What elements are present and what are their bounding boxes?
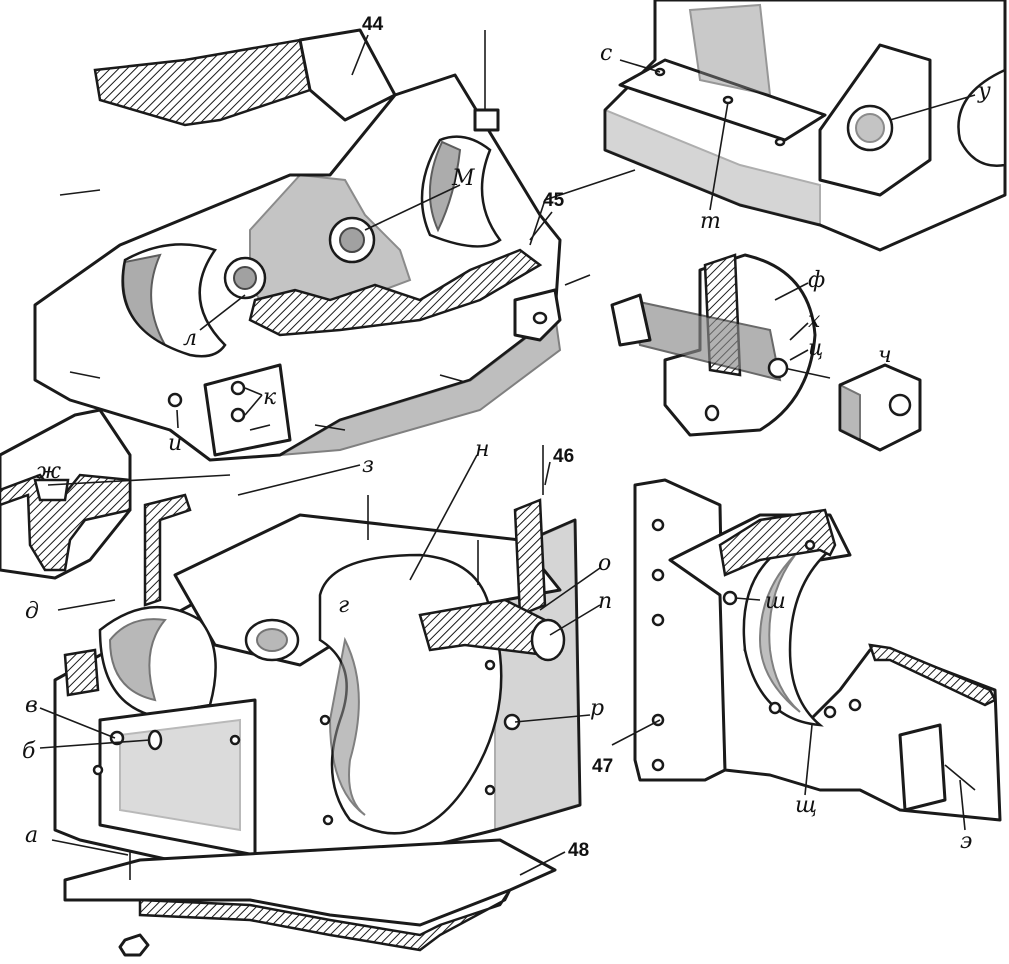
label-n: н [475, 437, 490, 462]
label-p: п [598, 589, 612, 614]
top-right-detail [603, 0, 1007, 252]
leader-lines [39, 34, 976, 876]
left-section-detail [0, 408, 132, 580]
label-g: г [338, 593, 349, 618]
label-o: о [598, 551, 611, 576]
label-k: к [263, 385, 277, 410]
label-s: с [600, 41, 612, 66]
label-part-46: 46 [553, 446, 574, 467]
label-v: в [25, 693, 38, 718]
upper-housing [33, 28, 591, 462]
label-e: э [960, 829, 972, 854]
label-a: а [25, 823, 38, 848]
side-cover-part-47 [633, 478, 1002, 822]
label-part-48: 48 [568, 840, 589, 861]
label-part-45: 45 [543, 190, 565, 211]
label-sh: ш [765, 589, 786, 614]
label-shch: щ [795, 793, 817, 818]
label-d: д [25, 599, 39, 624]
label-r: р [590, 696, 604, 721]
label-l: л [183, 326, 197, 351]
label-kh: х [808, 308, 821, 333]
label-part-44: 44 [362, 14, 384, 35]
callout-labels: 44 45 46 47 48 М л к и ж з н г д о п р в… [22, 14, 991, 861]
label-f: ф [808, 268, 825, 293]
label-zh: ж [36, 459, 61, 484]
label-t: т [700, 209, 721, 234]
lower-housing [53, 445, 582, 957]
label-z: з [362, 453, 374, 478]
bearing-cap-assembly [610, 253, 922, 452]
label-u: у [977, 79, 991, 104]
label-m: М [451, 166, 475, 191]
label-b: б [22, 739, 36, 764]
label-i: и [168, 431, 182, 456]
label-ch: ч [878, 343, 892, 368]
label-part-47: 47 [592, 756, 613, 777]
label-ts: ц [808, 336, 823, 361]
